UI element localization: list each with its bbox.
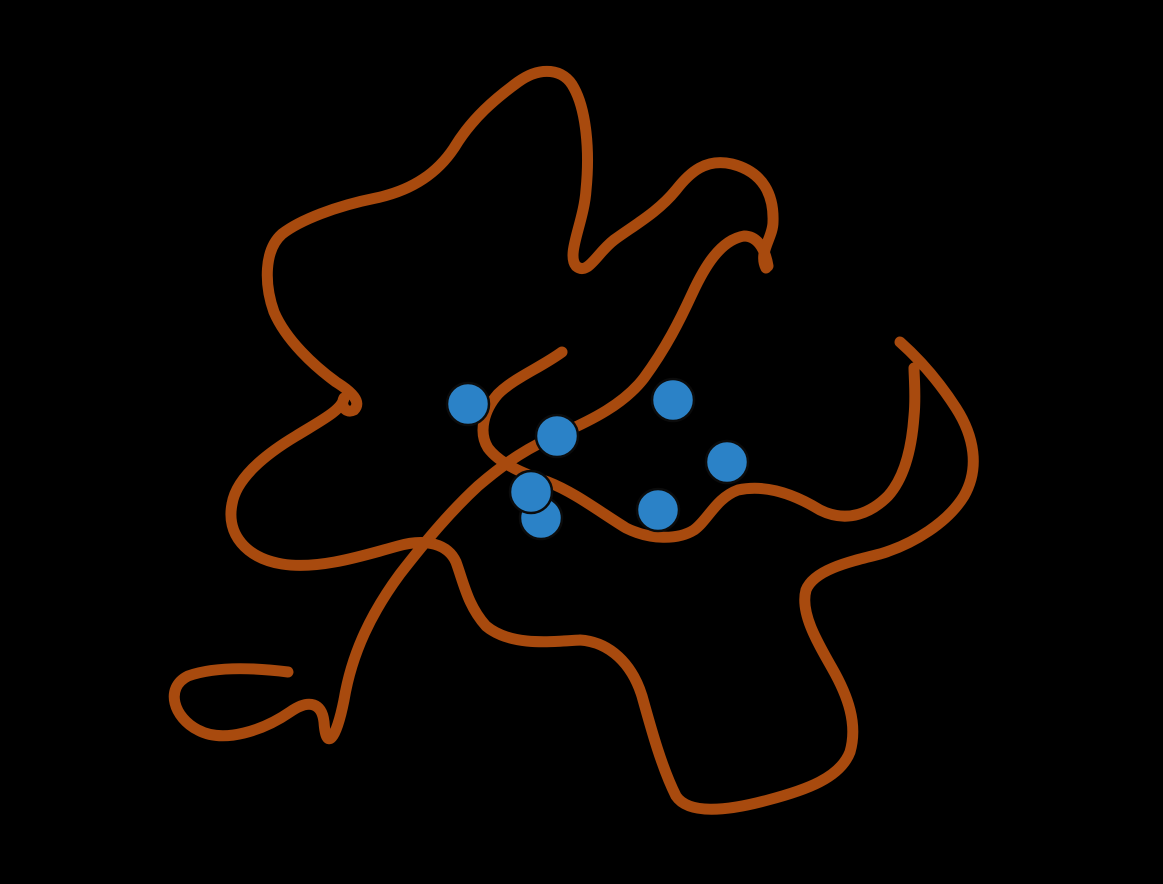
ion-particle-3	[650, 377, 696, 423]
ion-particle-1	[445, 381, 491, 427]
polymer-chain-main	[225, 65, 979, 815]
ion-particle-6	[508, 469, 554, 515]
ion-particle-4	[704, 439, 750, 485]
polymer-chain-secondary	[168, 230, 774, 745]
ion-particle-7	[635, 487, 681, 533]
ion-particle-2	[534, 413, 580, 459]
polymer-chain-central-fragment	[477, 346, 921, 543]
